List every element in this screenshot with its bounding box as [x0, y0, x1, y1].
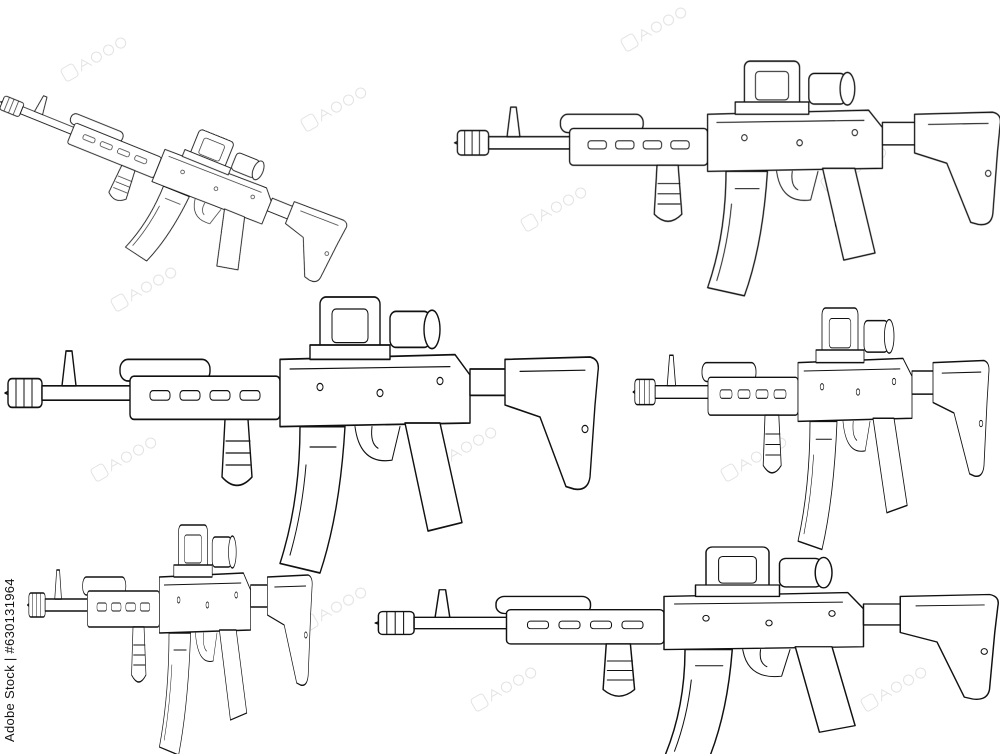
stock-id-text: Adobe Stock | #630131964 [2, 578, 17, 742]
rifle-view-1 [0, 55, 361, 327]
rifle-view-4 [632, 307, 990, 551]
rifle-view-5 [26, 524, 313, 754]
rifle-view-6 [374, 546, 999, 754]
rifle-view-2 [453, 60, 1000, 297]
rifle-view-3 [4, 296, 600, 574]
